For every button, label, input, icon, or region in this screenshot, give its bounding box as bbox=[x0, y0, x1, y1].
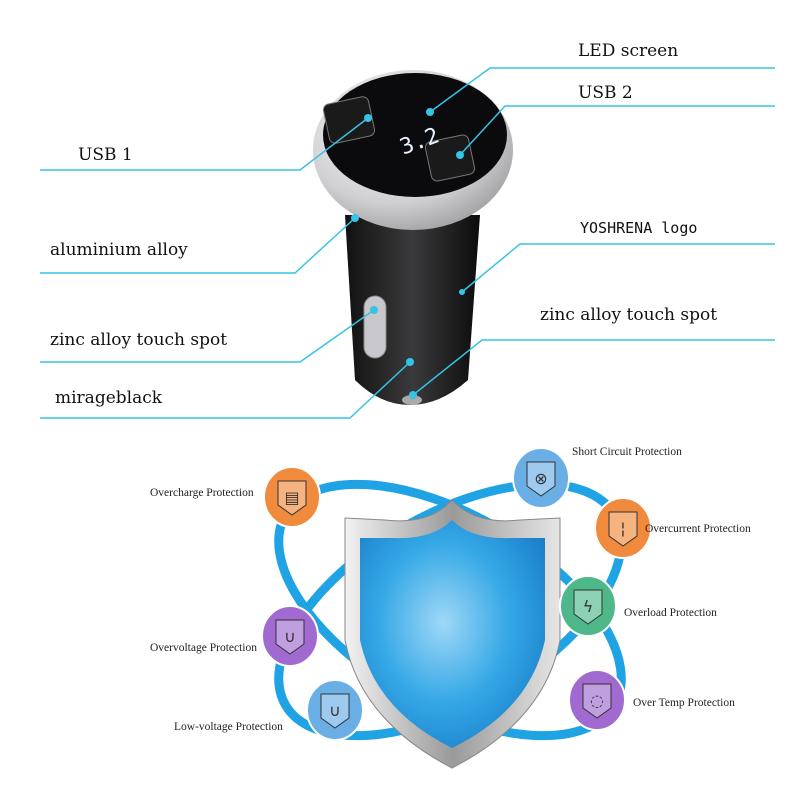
label-over-temp: Over Temp Protection bbox=[633, 697, 735, 709]
label-mirageblack: mirageblack bbox=[55, 388, 163, 408]
short-circuit-icon: ⊗ bbox=[512, 447, 570, 509]
label-usb2: USB 2 bbox=[578, 83, 633, 103]
callout-lines bbox=[40, 67, 775, 419]
label-led-screen: LED screen bbox=[578, 41, 679, 61]
touch-spot-side bbox=[363, 295, 387, 359]
svg-text:⊗: ⊗ bbox=[534, 469, 547, 488]
label-usb1: USB 1 bbox=[78, 145, 133, 165]
label-overcurrent: Overcurrent Protection bbox=[645, 523, 751, 535]
label-touch-spot-left: zinc alloy touch spot bbox=[50, 330, 228, 350]
lightning-icon: ϟ bbox=[559, 575, 617, 637]
svg-text:¦: ¦ bbox=[620, 519, 625, 538]
shield-icon bbox=[360, 520, 545, 748]
svg-text:∪: ∪ bbox=[284, 627, 296, 646]
protection-diagram bbox=[274, 479, 626, 769]
svg-text:∪: ∪ bbox=[329, 701, 341, 720]
low-voltage-icon: ∪ bbox=[306, 679, 364, 741]
svg-text:◌: ◌ bbox=[590, 691, 604, 710]
svg-text:▤: ▤ bbox=[284, 488, 299, 507]
label-aluminium-alloy: aluminium alloy bbox=[50, 240, 188, 260]
overvoltage-icon: ∪ bbox=[261, 605, 319, 667]
label-low-voltage: Low-voltage Protection bbox=[174, 721, 283, 733]
label-touch-spot-right: zinc alloy touch spot bbox=[540, 305, 718, 325]
label-overvoltage: Overvoltage Protection bbox=[150, 642, 257, 654]
touch-spot-tip bbox=[402, 395, 422, 405]
label-overload: Overload Protection bbox=[624, 607, 717, 619]
label-overcharge: Overcharge Protection bbox=[150, 487, 254, 499]
svg-text:ϟ: ϟ bbox=[583, 597, 594, 616]
callout-dots bbox=[351, 108, 465, 399]
usb2-port bbox=[424, 134, 476, 182]
label-logo: YOSHRENA logo bbox=[580, 219, 698, 237]
car-charger: 3.2 bbox=[313, 70, 513, 405]
label-short-circuit: Short Circuit Protection bbox=[572, 446, 682, 458]
temperature-icon: ◌ bbox=[568, 669, 626, 731]
protection-bubbles: ▤ ⊗ ¦ ϟ ∪ ∪ ◌ bbox=[261, 447, 652, 741]
current-icon: ¦ bbox=[594, 497, 652, 559]
battery-icon: ▤ bbox=[263, 466, 321, 528]
usb1-port bbox=[322, 96, 376, 144]
